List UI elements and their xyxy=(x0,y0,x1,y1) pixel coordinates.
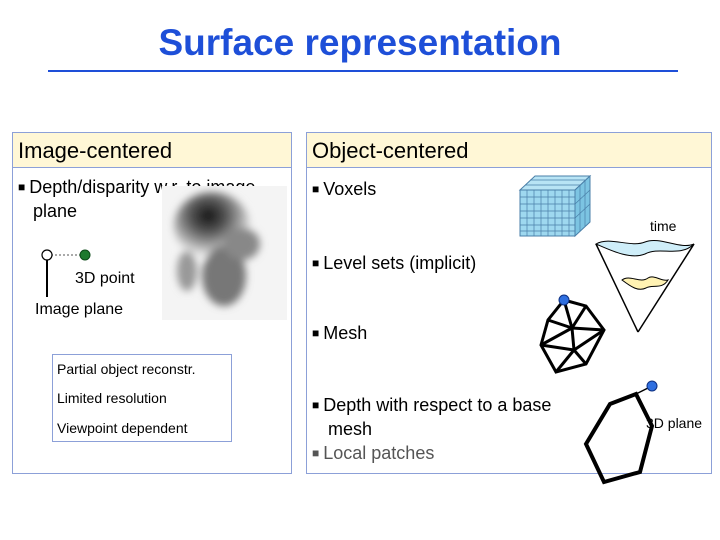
depth-base-mesh-text: Depth with respect to a base xyxy=(323,395,552,415)
depth-bullet-cont: plane xyxy=(33,201,78,221)
time-label: time xyxy=(650,218,677,234)
mesh-text: Mesh xyxy=(323,323,368,343)
depth-base-mesh-cont: mesh xyxy=(328,419,373,439)
property-viewpoint: Viewpoint dependent xyxy=(57,420,188,436)
bullet-marker: ■ xyxy=(312,326,320,340)
right-panel-header: Object-centered xyxy=(306,132,712,168)
triangle-mesh xyxy=(539,294,606,374)
voxels-bullet: ■Voxels xyxy=(312,178,376,202)
property-partial: Partial object reconstr. xyxy=(57,361,196,377)
property-resolution: Limited resolution xyxy=(57,390,167,406)
mesh-bullet: ■Mesh xyxy=(312,322,367,346)
level-sets-bullet: ■Level sets (implicit) xyxy=(312,252,476,276)
image-plane-diagram xyxy=(41,249,91,297)
depth-base-mesh-bullet: ■Depth with respect to a base mesh xyxy=(312,394,551,440)
image-point-node xyxy=(41,249,53,261)
bullet-marker: ■ xyxy=(312,256,320,270)
left-panel-header: Image-centered xyxy=(12,132,292,168)
level-set-cone xyxy=(594,240,695,333)
local-patches-bullet: ■Local patches xyxy=(312,442,434,466)
3d-point-label: 3D point xyxy=(75,270,135,287)
voxels-text: Voxels xyxy=(323,179,377,199)
bullet-marker: ■ xyxy=(18,180,26,194)
title-underline xyxy=(48,70,678,72)
mesh-vertex-node xyxy=(558,294,570,306)
bullet-marker: ■ xyxy=(312,398,320,412)
depth-map-image xyxy=(162,186,287,320)
level-sets-text: Level sets (implicit) xyxy=(323,253,477,273)
base-mesh-diagram xyxy=(583,380,658,485)
page-title: Surface representation xyxy=(158,22,562,63)
3d-plane-label: 3D plane xyxy=(646,415,703,431)
bullet-marker: ■ xyxy=(312,182,320,196)
bullet-marker: ■ xyxy=(312,446,320,460)
base-mesh-node xyxy=(646,380,658,392)
local-patches-text: Local patches xyxy=(323,443,435,463)
image-plane-label: Image plane xyxy=(35,301,124,318)
properties-box xyxy=(52,354,232,442)
voxel-cube xyxy=(518,174,592,238)
3d-point-node xyxy=(79,249,91,261)
